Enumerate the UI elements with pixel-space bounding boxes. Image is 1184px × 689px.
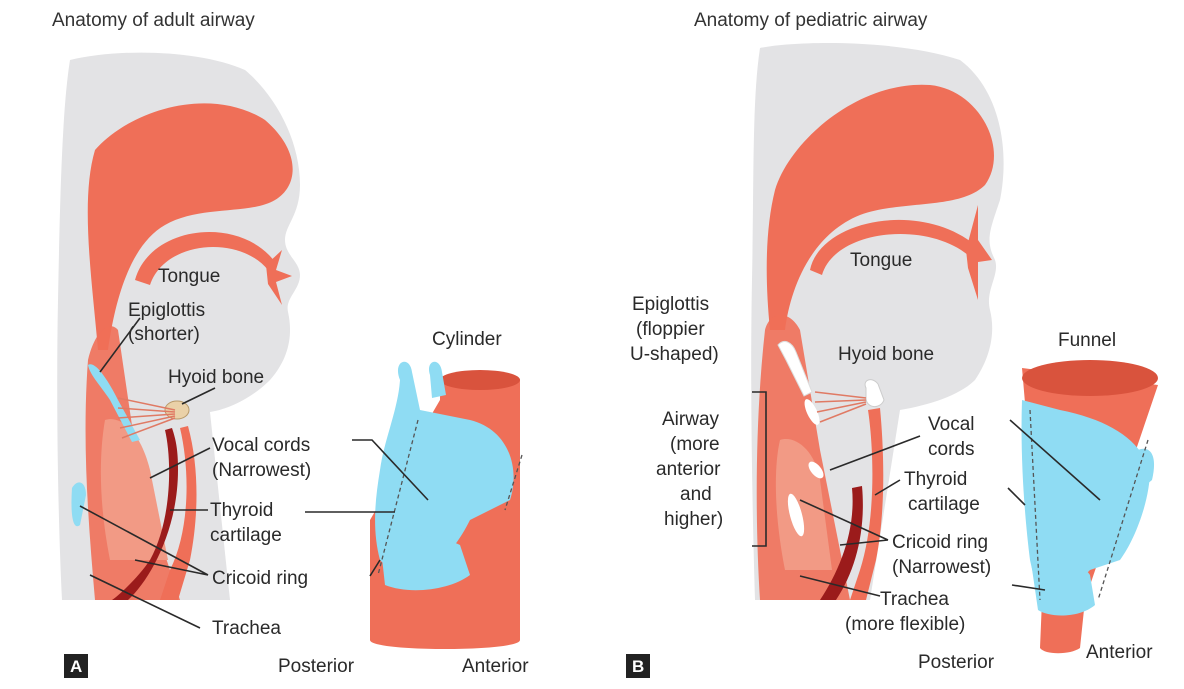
pediatric-label-funnel: Funnel bbox=[1058, 330, 1116, 351]
adult-label-trachea: Trachea bbox=[212, 618, 281, 639]
adult-label-vocal-cords-note: (Narrowest) bbox=[212, 460, 311, 481]
pediatric-label-airway-4: and bbox=[680, 484, 712, 505]
pediatric-label-cricoid-2: (Narrowest) bbox=[892, 557, 991, 578]
pediatric-label-epiglottis: Epiglottis bbox=[632, 294, 709, 315]
pediatric-label-airway-5: higher) bbox=[664, 509, 723, 530]
pediatric-label-anterior: Anterior bbox=[1086, 642, 1153, 663]
pediatric-label-vocal-2: cords bbox=[928, 439, 974, 460]
panel-b-title: Anatomy of pediatric airway bbox=[694, 10, 928, 31]
pediatric-label-airway: Airway bbox=[662, 409, 720, 430]
adult-label-epiglottis-note: (shorter) bbox=[128, 324, 200, 345]
pediatric-label-thyroid: Thyroid bbox=[904, 469, 967, 490]
adult-label-hyoid: Hyoid bone bbox=[168, 367, 264, 388]
adult-label-cylinder: Cylinder bbox=[432, 329, 502, 350]
pediatric-label-hyoid: Hyoid bone bbox=[838, 344, 934, 365]
adult-larynx-cylinder bbox=[370, 362, 522, 649]
adult-label-anterior: Anterior bbox=[462, 656, 529, 677]
panel-pediatric: Anatomy of pediatric airway bbox=[626, 10, 1158, 678]
pediatric-larynx-funnel bbox=[1022, 360, 1158, 653]
adult-label-cricoid: Cricoid ring bbox=[212, 568, 308, 589]
adult-label-epiglottis: Epiglottis bbox=[128, 300, 205, 321]
panel-a-title: Anatomy of adult airway bbox=[52, 10, 255, 31]
pediatric-label-trachea: Trachea bbox=[880, 589, 949, 610]
pediatric-label-airway-2: (more bbox=[670, 434, 720, 455]
pediatric-label-posterior: Posterior bbox=[918, 652, 995, 673]
pediatric-label-trachea-2: (more flexible) bbox=[845, 614, 965, 635]
pediatric-label-cricoid: Cricoid ring bbox=[892, 532, 988, 553]
pediatric-label-epiglottis-2: (floppier bbox=[636, 319, 705, 340]
adult-label-thyroid: Thyroid bbox=[210, 500, 273, 521]
pediatric-label-airway-3: anterior bbox=[656, 459, 721, 480]
adult-label-posterior: Posterior bbox=[278, 656, 355, 677]
adult-label-tongue: Tongue bbox=[158, 266, 220, 287]
pediatric-label-tongue: Tongue bbox=[850, 250, 912, 271]
pediatric-label-thyroid-2: cartilage bbox=[908, 494, 980, 515]
adult-hyoid-bone bbox=[165, 401, 189, 419]
pediatric-label-vocal: Vocal bbox=[928, 414, 974, 435]
panel-a-letter: A bbox=[70, 657, 82, 676]
panel-b-letter: B bbox=[632, 657, 644, 676]
adult-label-thyroid-2: cartilage bbox=[210, 525, 282, 546]
adult-label-vocal-cords: Vocal cords bbox=[212, 435, 310, 456]
panel-adult: Anatomy of adult airway bbox=[52, 10, 529, 678]
pediatric-label-epiglottis-3: U-shaped) bbox=[630, 344, 719, 365]
